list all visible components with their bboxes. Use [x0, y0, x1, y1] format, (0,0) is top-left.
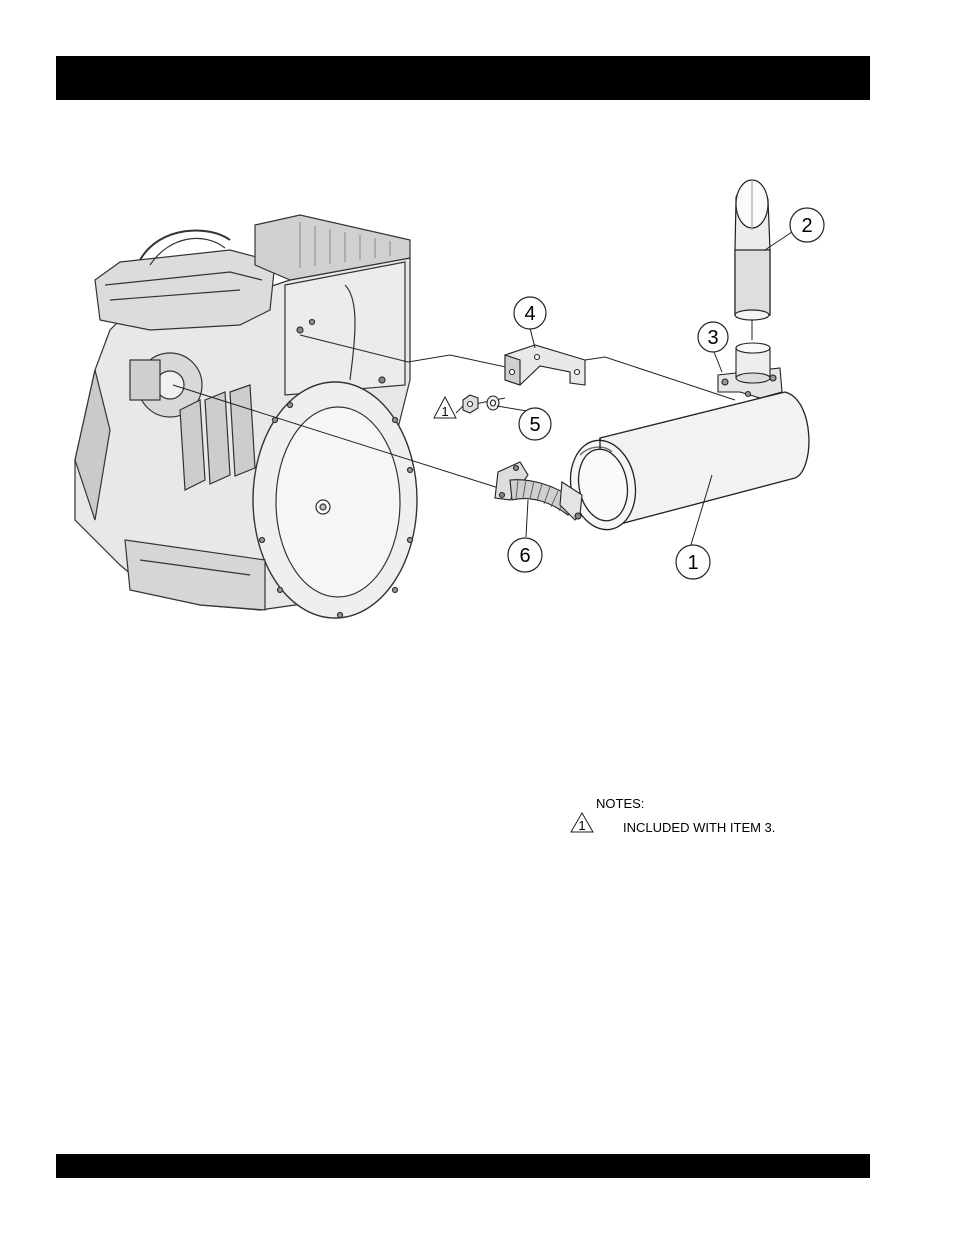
callout-6-label: 6 — [519, 545, 530, 567]
callout-1-label: 1 — [687, 552, 698, 574]
clamp-part — [718, 343, 782, 398]
callout-3: 3 — [698, 322, 728, 352]
callout-1: 1 — [676, 545, 710, 579]
nut-washer — [463, 395, 499, 413]
bracket-part — [505, 345, 585, 385]
notes-flag-icon: 1 — [570, 812, 594, 834]
callout-4-label: 4 — [524, 303, 535, 325]
note-flag: 1 — [434, 397, 463, 419]
notes-item: INCLUDED WITH ITEM 3. — [623, 820, 775, 835]
flex-pipe-part — [495, 462, 582, 520]
callout-5: 5 — [519, 408, 551, 440]
callout-2-label: 2 — [801, 215, 812, 237]
exhaust-stack-part — [735, 180, 770, 320]
note-flag-label: 1 — [441, 404, 448, 419]
notes-flag-label: 1 — [578, 818, 585, 833]
callout-3-label: 3 — [707, 327, 718, 349]
muffler-part — [564, 392, 809, 535]
notes-title: NOTES: — [596, 796, 644, 811]
footer-bar — [56, 1154, 870, 1178]
callout-4: 4 — [514, 297, 546, 329]
callout-2: 2 — [790, 208, 824, 242]
notes-block: NOTES: 1 INCLUDED WITH ITEM 3. — [570, 794, 870, 844]
callout-6: 6 — [508, 538, 542, 572]
callout-5-label: 5 — [529, 414, 540, 436]
engine-illustration — [75, 215, 417, 618]
